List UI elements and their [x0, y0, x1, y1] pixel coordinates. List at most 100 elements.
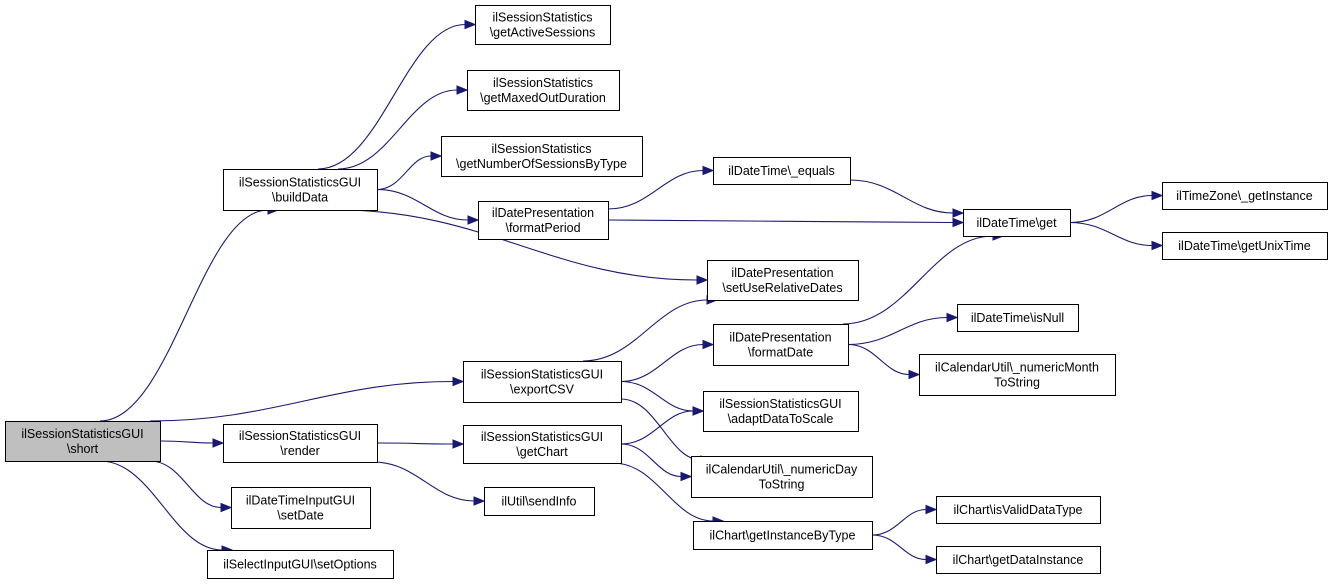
edge-line — [842, 235, 994, 325]
arrowhead — [430, 151, 443, 161]
node-label: ilDateTime\get — [976, 216, 1057, 230]
edge-root-to-setOptions — [99, 460, 234, 555]
node-box — [5, 421, 161, 462]
node-label: ilSelectInputGUI\setOptions — [223, 558, 377, 572]
node-box — [691, 456, 873, 498]
node-adaptDataToScale[interactable]: ilSessionStatisticsGUI\adaptDataToScale — [703, 391, 859, 432]
node-box — [463, 425, 622, 464]
node-label: ilSessionStatistics — [491, 142, 591, 156]
node-label: \exportCSV — [510, 383, 575, 397]
node-box — [441, 136, 643, 177]
node-box — [713, 324, 849, 366]
node-label: \short — [67, 442, 99, 456]
node-box — [484, 487, 595, 516]
edge-line — [871, 534, 927, 561]
arrowhead — [692, 406, 705, 416]
edge-line — [607, 169, 704, 210]
node-box — [467, 70, 620, 111]
edge-getChart-to-numericDayToString — [620, 443, 693, 482]
node-label: \formatDate — [748, 346, 813, 360]
node-label: ilDatePresentation — [729, 331, 831, 345]
node-sendInfo[interactable]: ilUtil\sendInfo — [484, 487, 595, 516]
edge-line — [99, 209, 269, 422]
node-getMaxedOutDuration[interactable]: ilSessionStatistics\getMaxedOutDuration — [467, 70, 620, 111]
node-buildData[interactable]: ilSessionStatisticsGUI\buildData — [223, 169, 378, 211]
node-setOptions[interactable]: ilSelectInputGUI\setOptions — [207, 550, 394, 579]
arrowhead — [220, 502, 233, 513]
node-box — [478, 201, 609, 240]
edge-line — [1069, 221, 1153, 247]
edge-line — [620, 398, 702, 461]
node-getUnixTime[interactable]: ilDateTime\getUnixTime — [1162, 232, 1328, 260]
edge-formatPeriod-to-dtGet — [607, 217, 965, 228]
node-isNull[interactable]: ilDateTime\isNull — [957, 304, 1079, 332]
edge-exportCSV-to-formatDate — [620, 339, 715, 383]
edge-formatDate-to-numericMonthToString — [847, 343, 921, 380]
arrowhead — [908, 369, 921, 380]
arrowhead — [952, 217, 965, 228]
node-setDate[interactable]: ilDateTimeInputGUI\setDate — [231, 487, 371, 529]
edge-dtGet-to-getUnixTime — [1069, 221, 1164, 251]
edge-line — [317, 23, 466, 170]
node-label: ilChart\isValidDataType — [954, 503, 1083, 517]
node-getActiveSessions[interactable]: ilSessionStatistics\getActiveSessions — [475, 5, 611, 45]
node-box — [693, 521, 873, 550]
node-formatDate[interactable]: ilDatePresentation\formatDate — [713, 324, 849, 366]
node-box — [957, 304, 1079, 332]
node-box — [1162, 182, 1328, 210]
node-formatPeriod[interactable]: ilDatePresentation\formatPeriod — [478, 201, 609, 240]
node-label: \getActiveSessions — [490, 26, 596, 40]
edge-exportCSV-to-adaptDataToScale — [620, 380, 705, 416]
node-box — [1162, 232, 1328, 260]
node-label: \setDate — [277, 509, 324, 523]
node-exportCSV[interactable]: ilSessionStatisticsGUI\exportCSV — [463, 361, 622, 403]
node-label: ilSessionStatisticsGUI — [239, 176, 361, 190]
arrowhead — [925, 554, 938, 565]
node-label: ilChart\getInstanceByType — [710, 529, 856, 543]
edge-line — [612, 462, 714, 522]
edge-buildData-to-getNumberOfSessionsByType — [376, 151, 443, 191]
node-box — [703, 391, 859, 432]
node-box — [223, 169, 378, 211]
node-label: ilUtil\sendInfo — [501, 495, 576, 509]
edge-line — [372, 461, 475, 502]
node-label: ToString — [994, 376, 1040, 390]
node-box — [936, 546, 1101, 574]
node-getNumberOfSessionsByType[interactable]: ilSessionStatistics\getNumberOfSessionsB… — [441, 136, 643, 177]
edge-root-to-buildData — [99, 205, 280, 422]
edge-line — [159, 440, 214, 444]
node-label: ToString — [759, 478, 805, 492]
node-label: \setUseRelativeDates — [722, 281, 842, 295]
node-setUseRelativeDates[interactable]: ilDatePresentation\setUseRelativeDates — [707, 260, 859, 301]
node-label: ilDatePresentation — [731, 266, 833, 280]
edge-line — [871, 508, 927, 536]
node-label: ilDatePresentation — [492, 206, 594, 220]
edge-dtGet-to-tzGetInstance — [1069, 190, 1164, 224]
node-render[interactable]: ilSessionStatisticsGUI\render — [223, 424, 378, 463]
node-dtGet[interactable]: ilDateTime\get — [963, 209, 1071, 237]
arrowhead — [696, 275, 709, 285]
arrowhead — [702, 339, 715, 350]
edge-root-to-exportCSV — [149, 376, 465, 422]
arrowhead — [452, 376, 465, 387]
edge-equals-to-dtGet — [849, 179, 965, 218]
edge-line — [376, 155, 432, 191]
node-tzGetInstance[interactable]: ilTimeZone\_getInstance — [1162, 182, 1328, 210]
node-label: ilDateTime\getUnixTime — [1178, 239, 1310, 253]
node-label: \render — [280, 444, 320, 458]
node-root[interactable]: ilSessionStatisticsGUI\short — [5, 421, 161, 462]
node-box — [963, 209, 1071, 237]
node-label: ilSessionStatisticsGUI — [239, 429, 361, 443]
node-getInstanceByType[interactable]: ilChart\getInstanceByType — [693, 521, 873, 550]
node-equals[interactable]: ilDateTime\_equals — [713, 157, 851, 185]
node-getChart[interactable]: ilSessionStatisticsGUI\getChart — [463, 425, 622, 464]
node-getDataInstance[interactable]: ilChart\getDataInstance — [936, 546, 1101, 574]
node-label: ilSessionStatisticsGUI — [481, 430, 603, 444]
arrowhead — [680, 471, 693, 482]
node-box — [463, 361, 622, 403]
arrowhead — [464, 19, 477, 30]
node-isValidDataType[interactable]: ilChart\isValidDataType — [936, 496, 1101, 524]
edge-getChart-to-adaptDataToScale — [620, 406, 705, 445]
